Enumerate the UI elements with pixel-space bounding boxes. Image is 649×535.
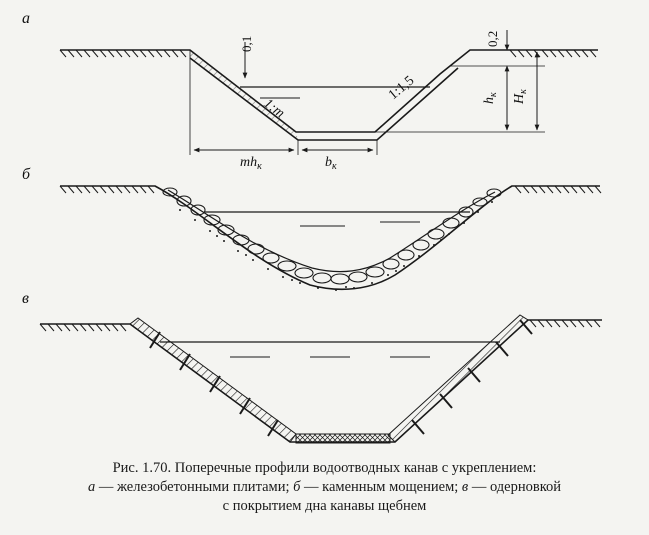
concrete-slab-lining [189,57,459,141]
panel-b: б [22,166,602,291]
panel-c-tag: в [22,290,29,307]
depth-h-sub: к [488,92,499,97]
panel-a-tag: а [22,10,30,27]
caption-line-1: Рис. 1.70. Поперечные профили водоотводн… [112,460,537,476]
sod-stakes [149,319,533,437]
depth-H-label: Hк [512,89,529,105]
ground-hatch-right-c [529,319,601,328]
width-bk-main: b [325,155,332,170]
ground-hatch-left-a [59,49,187,58]
gravel-bedding [179,201,493,291]
paving-stones [162,187,502,285]
figure-caption: Рис. 1.70. Поперечные профили водоотводн… [18,459,631,516]
ground-hatch-left-b [59,185,155,194]
sod-lining-left [129,317,297,443]
caption-line-3: с покрытием дна канавы щебнем [222,498,427,514]
crushed-stone-bottom [295,433,391,444]
depth-H-sub: к [518,89,529,94]
ditch-profile-b [60,185,600,291]
depth-h-label: hк [482,92,499,104]
caption-key-a: а [87,479,96,495]
concrete-slab-fill [190,50,298,140]
width-mhk-label: mhк [240,155,262,172]
panel-b-tag: б [22,166,31,183]
caption-key-c: в [461,479,469,495]
panel-c: в [22,290,602,444]
width-bk-label: bк [325,155,337,172]
ditch-profile-c [40,319,602,443]
caption-line-2: а — железобетонными плитами; б — каменны… [18,478,631,497]
depth-h-main: h [482,97,497,104]
ground-hatch-left-c [39,323,127,332]
caption-text-c: — одерновкой [468,479,562,495]
ground-hatch-right-b [514,185,602,194]
ground-hatch-right-a [509,49,597,58]
caption-text-b: — каменным мощением; [300,479,462,495]
dim-0-2-label: 0,2 [485,31,500,47]
stone-face-b [167,189,496,273]
width-mhk-sub: к [257,161,262,172]
panel-a: а 0,1 0,2 1:m 1:1,5 hк [22,10,598,172]
dim-0-1-label: 0,1 [239,36,254,52]
width-mhk-main: mh [240,155,257,170]
slope-m-label: 1:m [261,96,287,121]
width-bk-sub: к [332,161,337,172]
sod-lining-right [387,314,529,443]
ditch-profile-a [60,49,598,133]
caption-text-a: — железобетонными плитами; [95,479,294,495]
caption-key-b: б [293,479,301,495]
depth-H-main: H [512,93,527,105]
